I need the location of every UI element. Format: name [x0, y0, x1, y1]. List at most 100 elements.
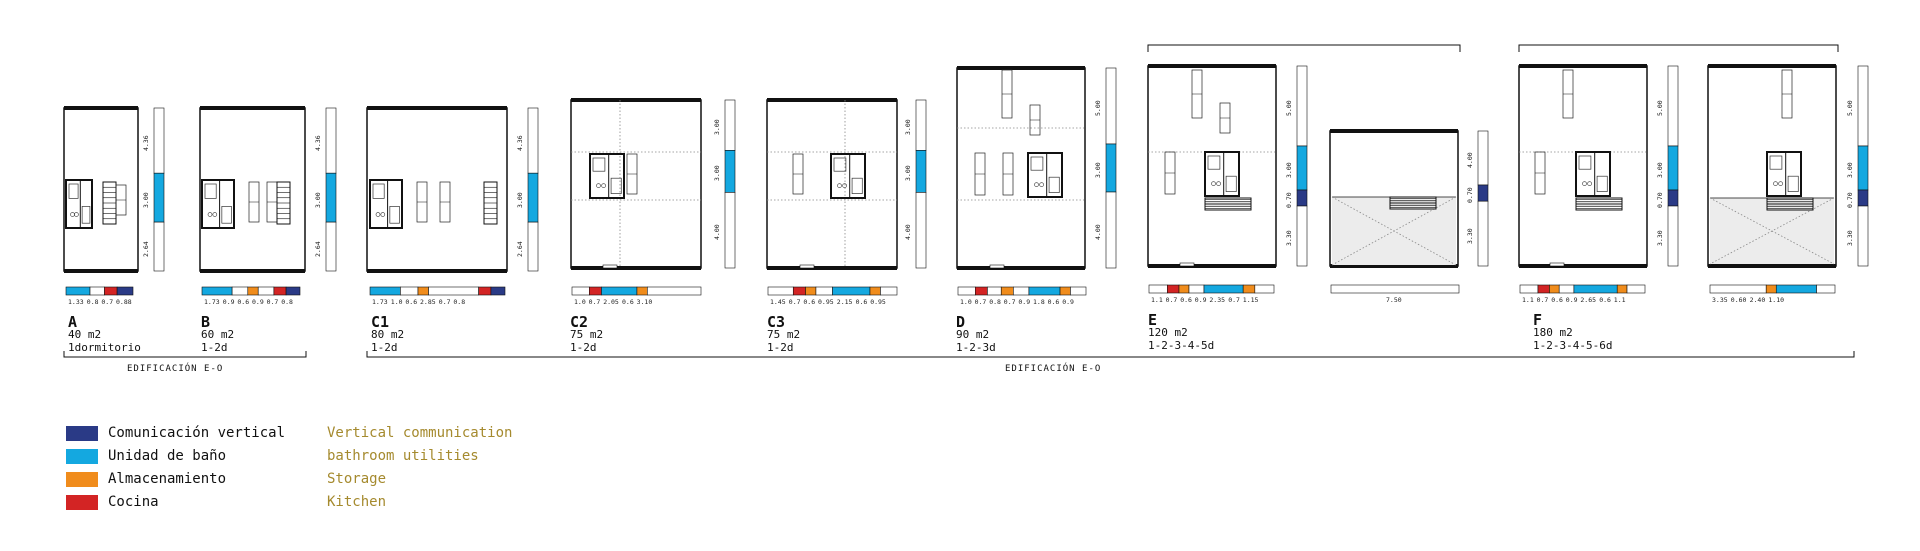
unit-A-type: 1dormitorio	[68, 341, 141, 354]
unit-F-upper-hbar-dim-1: 0.60	[1730, 296, 1747, 304]
unit-B-core-wc	[221, 206, 232, 224]
unit-A-core-frame	[65, 179, 93, 229]
unit-F-upper-hbar-dim-0: 3.35	[1712, 296, 1728, 304]
unit-C1-core-hob-1	[375, 212, 381, 217]
unit-B-hbar-seg-2	[247, 286, 259, 296]
unit-F-vbar-seg-1	[1667, 145, 1679, 191]
unit-E-upper-hbar	[1330, 284, 1460, 294]
unit-F-upper-vbar-seg-3	[1857, 205, 1869, 267]
unit-F-vbar-seg-2	[1667, 189, 1679, 207]
unit-B-hbar-dim-5: 0.8	[281, 298, 293, 306]
unit-B-core-hob-1	[207, 212, 213, 217]
unit-D-hbar-seg-1	[974, 286, 988, 296]
legend-swatch-cocina	[66, 495, 98, 510]
unit-D-plan-outline	[956, 67, 1086, 269]
unit-F-hbar-dim-5: 0.6	[1599, 296, 1611, 304]
unit-D-core-wc	[1048, 176, 1060, 193]
unit-A-hbar-dim-0: 1.33	[68, 298, 84, 306]
unit-C3-hbar-seg-1	[792, 286, 806, 296]
unit-E-upper-vbar-dim-2: 3.30	[1466, 227, 1474, 244]
unit-B-vbar-dim-2: 2.64	[314, 240, 322, 257]
unit-C2-hbar-seg-4	[647, 286, 702, 296]
unit-B-core-hob-2	[212, 212, 218, 217]
unit-F-upper-core-wc	[1787, 175, 1799, 192]
unit-C3-plan-top-wall	[767, 98, 897, 102]
unit-F-upper-hbar-dim-2: 2.40	[1749, 296, 1766, 304]
legend-en-almacenamiento: Storage	[327, 471, 387, 487]
unit-A-core-bath-fixture	[68, 183, 79, 199]
unit-D-hbar-dim-2: 0.8	[989, 298, 1001, 306]
unit-C3-hbar-dim-1: 0.7	[788, 298, 801, 306]
unit-A-vbar-dim-0: 4.36	[142, 134, 150, 151]
unit-E-hbar-seg-3	[1188, 284, 1205, 294]
unit-C3-hbar-seg-3	[815, 286, 833, 296]
unit-B-vbar-seg-2	[325, 221, 337, 272]
unit-C1-hbar-dim-1: 1.0	[390, 298, 403, 306]
unit-F-upper-vbar-seg-2	[1857, 189, 1869, 207]
unit-E-hbar-seg-5	[1242, 284, 1256, 294]
unit-F-plan-bottom-wall	[1519, 264, 1647, 268]
unit-C1-hbar-seg-2	[417, 286, 429, 296]
unit-F-plan-outline	[1518, 65, 1648, 267]
unit-F-vbar-seg-3	[1667, 205, 1679, 267]
unit-C2-core-hob-2	[601, 183, 606, 188]
unit-F-hbar-dim-4: 2.65	[1580, 296, 1597, 304]
unit-B-hbar-dim-3: 0.9	[252, 298, 264, 306]
unit-C1-hbar-seg-0	[369, 286, 401, 296]
unit-A-hbar-seg-1	[89, 286, 105, 296]
unit-F-vbar-seg-0	[1667, 65, 1679, 147]
unit-E-core-wc	[1225, 175, 1237, 192]
unit-A-plan-top-wall	[64, 106, 138, 110]
unit-D-plan-bottom-wall	[957, 266, 1085, 270]
unit-F-hbar-dim-2: 0.6	[1551, 296, 1563, 304]
unit-D-core-hob-1	[1034, 182, 1039, 187]
unit-A-vbar-seg-2	[153, 221, 165, 272]
unit-F-upper-void-x2	[1709, 197, 1835, 265]
unit-D-hbar-dim-3: 0.7	[1003, 298, 1016, 306]
unit-E-area: 120 m2	[1148, 326, 1188, 339]
unit-C3-core-wc	[851, 177, 863, 194]
unit-F-type: 1-2-3-4-5-6d	[1533, 339, 1613, 352]
legend-en-comunicacion: Vertical communication	[327, 425, 513, 441]
unit-C3-hbar-dim-3: 0.95	[818, 298, 834, 306]
unit-F-plan-top-wall	[1519, 64, 1647, 68]
unit-F-door	[1549, 262, 1565, 267]
unit-E-plan-bottom-wall	[1148, 264, 1276, 268]
unit-B-hbar-dim-0: 1.73	[204, 298, 220, 306]
unit-D-vbar-seg-0	[1105, 67, 1117, 145]
unit-C3-core-frame	[830, 153, 866, 199]
unit-E-upper-vbar-dim-0: 4.00	[1466, 152, 1474, 168]
unit-E-vbar-seg-2	[1296, 189, 1308, 207]
unit-C3-vbar-seg-2	[915, 192, 927, 269]
bracket-top-E	[1147, 44, 1461, 52]
unit-E-plan-top-wall	[1148, 64, 1276, 68]
unit-B-hbar-dim-1: 0.9	[222, 298, 235, 306]
unit-B-hbar-seg-0	[201, 286, 233, 296]
unit-C3-hbar-seg-0	[767, 286, 794, 296]
unit-F-hbar-dim-1: 0.7	[1536, 296, 1549, 304]
unit-B-vbar-dim-1: 3.00	[314, 191, 322, 208]
unit-E-vbar-dim-1: 3.00	[1285, 162, 1293, 178]
unit-C2-hbar-dim-1: 0.7	[588, 298, 601, 306]
unit-E-upper-plan-top-wall	[1330, 129, 1458, 133]
unit-B-vbar-seg-0	[325, 107, 337, 174]
unit-E-upper-vbar-seg-2	[1477, 200, 1489, 267]
unit-F-upper-core-bath-fixture	[1769, 155, 1783, 170]
unit-C1-area: 80 m2	[371, 328, 405, 341]
unit-C3-door	[799, 264, 815, 269]
unit-F-hbar-dim-6: 1.1	[1613, 296, 1626, 304]
unit-E-hbar-seg-0	[1148, 284, 1168, 294]
unit-C3-hbar-dim-0: 1.45	[770, 298, 786, 306]
unit-C3-vbar-seg-1	[915, 150, 927, 193]
unit-C1-hbar-dim-2: 0.6	[405, 298, 418, 306]
bracket-right-label: EDIFICACIÓN E-O	[1005, 364, 1102, 374]
unit-E-stairs	[1204, 197, 1252, 211]
unit-F-core-wc	[1596, 175, 1608, 192]
unit-C3-core-hob-2	[842, 183, 847, 188]
unit-E-core-hob-1	[1211, 181, 1216, 186]
unit-A-hbar-seg-2	[104, 286, 118, 296]
unit-C2-hbar-seg-1	[589, 286, 602, 296]
unit-C1-vbar-dim-2: 2.64	[516, 240, 524, 257]
unit-C3-vbar-dim-2: 4.00	[904, 224, 912, 241]
unit-C1-vbar-dim-0: 4.36	[516, 134, 524, 151]
